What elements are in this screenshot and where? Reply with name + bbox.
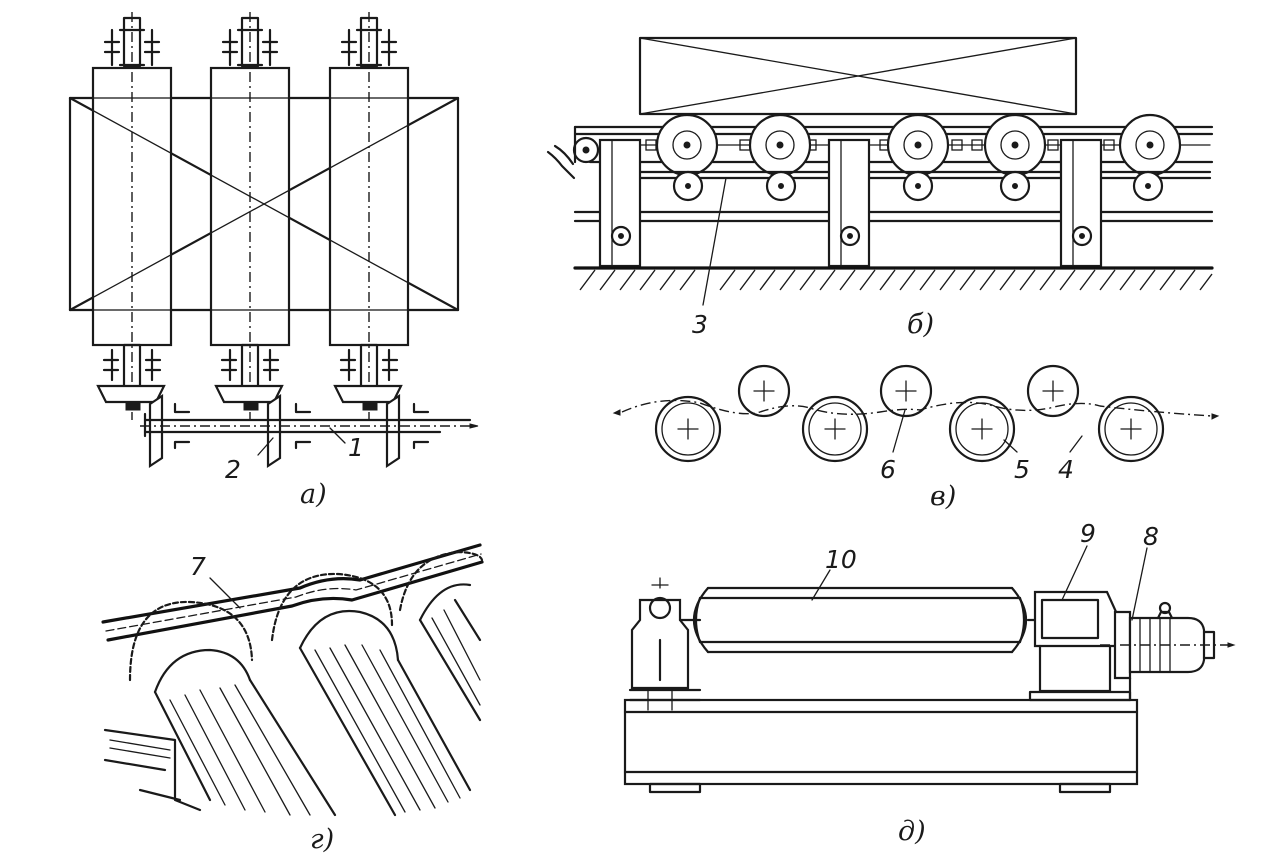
panel-d-leader-9	[1061, 545, 1088, 601]
panel-g-label-7: 7	[190, 552, 206, 581]
panel-a-roller	[209, 12, 291, 420]
panel-b-carrying-rollers	[655, 113, 1182, 177]
panel-v: 6 5 4 в)	[612, 364, 1220, 512]
panel-d-motor	[1100, 601, 1236, 702]
panel-d-bearing-pedestal	[630, 577, 690, 711]
panel-d-leader-8	[1131, 547, 1148, 621]
panel-a-label-1: 1	[348, 433, 364, 462]
panel-d-label-9: 9	[1080, 519, 1096, 548]
panel-g-leader-7	[209, 577, 241, 609]
panel-b-end-sprocket	[572, 136, 600, 164]
panel-d-leader-10	[811, 569, 831, 601]
panel-g: 7 г)	[101, 543, 484, 855]
panel-g-frame	[103, 728, 202, 812]
panel-b-leader-3	[702, 177, 727, 306]
panel-a: 2 1 а)	[68, 12, 479, 510]
panel-v-caption: в)	[930, 481, 956, 512]
panel-g-roller	[270, 572, 472, 817]
panel-d-base	[623, 688, 1139, 794]
panel-a-leader-1	[329, 427, 346, 444]
panel-d-caption: д)	[898, 816, 926, 847]
panel-v-label-4: 4	[1058, 455, 1074, 484]
panel-v-upper-sprockets	[737, 364, 1080, 418]
panel-v-label-6: 6	[880, 455, 896, 484]
panel-g-caption: г)	[310, 824, 334, 855]
panel-d: 10 9 8 д)	[623, 519, 1236, 847]
panel-a-leader-2	[257, 437, 274, 456]
panel-a-label-2: 2	[225, 455, 241, 484]
panel-a-bottom-bearings	[102, 343, 399, 389]
panel-a-caption: а)	[300, 479, 327, 510]
panel-b-posts	[598, 138, 1103, 268]
panel-b-return-rollers	[672, 170, 1164, 202]
panel-v-label-5: 5	[1014, 455, 1030, 484]
panel-a-top-bearings	[103, 16, 398, 68]
panel-d-roller	[678, 586, 1042, 654]
panel-a-roller	[91, 12, 173, 420]
panel-d-label-8: 8	[1143, 522, 1159, 551]
panel-b: 3 б)	[546, 36, 1214, 340]
panel-b-chain-lead	[546, 144, 576, 180]
panel-b-label-3: 3	[692, 310, 708, 339]
panel-d-gearbox	[1028, 590, 1132, 702]
panel-b-lower-frame	[573, 210, 1214, 223]
panel-g-roller	[128, 600, 337, 817]
panel-a-roller	[328, 12, 410, 420]
panel-g-roller	[398, 550, 484, 722]
panel-v-lower-rollers	[654, 395, 1165, 463]
panel-d-label-10: 10	[825, 545, 857, 574]
panel-b-caption: б)	[907, 309, 934, 340]
panel-b-ground	[573, 266, 1214, 291]
panel-b-load	[638, 36, 1078, 116]
panel-g-chain	[101, 543, 484, 642]
panel-a-drive-shaft	[140, 402, 479, 450]
